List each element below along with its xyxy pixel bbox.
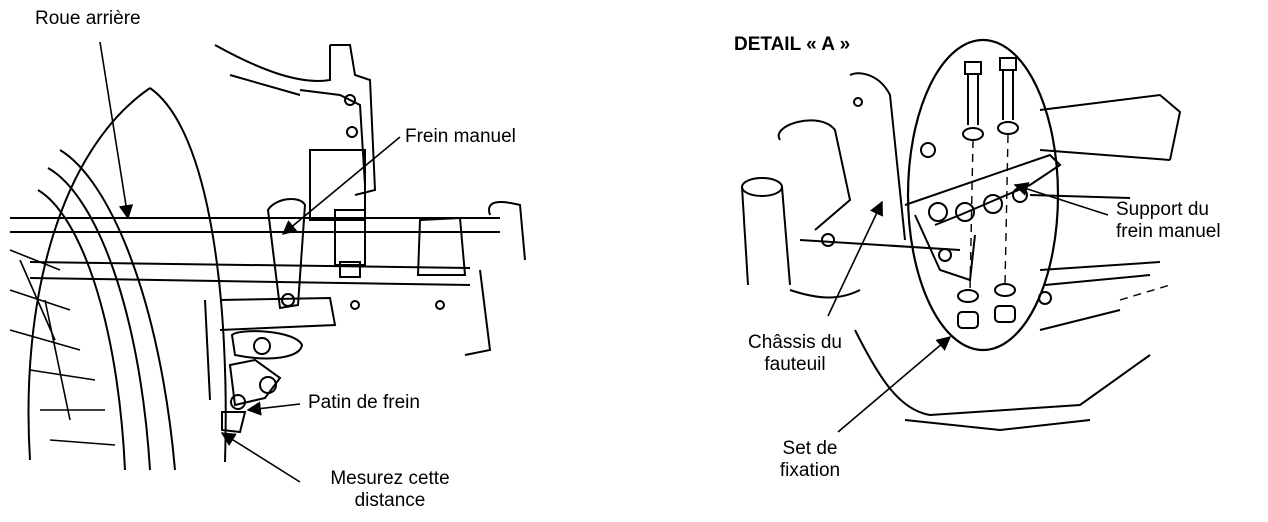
right-callout-arrows (827, 182, 1109, 433)
manual-brake-arrow (281, 136, 401, 235)
fixing-set-line1: Set de (782, 438, 838, 459)
rear-wheel-label: Roue arrière (35, 8, 141, 29)
support-label: Support du frein manuel (1116, 199, 1221, 243)
fixing-nuts-shape (957, 283, 1016, 329)
measure-line1: Mesurez cette (330, 468, 450, 489)
fixing-set-label: Set de fixation (760, 438, 860, 482)
fixing-set-line2: fixation (779, 460, 841, 481)
left-wheelchair-assembly (9, 44, 526, 471)
rear-wheel-arrow (99, 41, 134, 220)
support-arrow (1013, 182, 1109, 216)
post-shape (309, 149, 445, 310)
right-frame-rails (854, 93, 1182, 432)
brake-pad-arrow (246, 401, 301, 416)
measure-distance-label: Mesurez cette distance (305, 468, 475, 512)
support-line1: Support du (1116, 199, 1209, 220)
chassis-arrow (827, 200, 883, 317)
fixing-set-arrow (837, 336, 952, 433)
chassis-line2: fauteuil (764, 354, 826, 375)
detail-title: DETAIL « A » (734, 34, 851, 55)
manual-brake-label: Frein manuel (405, 126, 516, 147)
bolts-shape (962, 57, 1019, 141)
chassis-label: Châssis du fauteuil (725, 332, 865, 376)
brake-pad-label: Patin de frein (308, 392, 420, 413)
brake-lever-shape (266, 198, 307, 310)
rear-wheel-shape (27, 87, 227, 471)
wheel-spokes (9, 249, 116, 446)
measure-line2: distance (354, 490, 426, 511)
seat-back-shape (214, 44, 377, 196)
assembly-dashed-lines (969, 134, 1171, 301)
support-line2: frein manuel (1116, 221, 1221, 242)
left-callout-arrows (99, 41, 401, 483)
brake-mechanism-shape (204, 296, 337, 434)
chassis-line1: Châssis du (748, 332, 842, 353)
brake-support-bracket-shape (904, 142, 1062, 282)
measure-arrow (220, 432, 301, 483)
right-detail-assembly (741, 38, 1182, 432)
frame-rails (10, 201, 526, 356)
chassis-tube-shape (741, 72, 961, 299)
